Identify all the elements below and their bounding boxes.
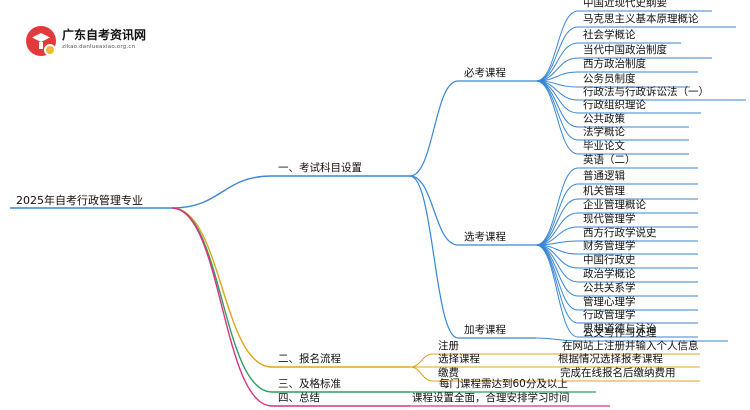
branch-4-label: 四、总结 [278,392,320,404]
group-3-connector [409,175,459,339]
step-connector [409,366,434,382]
leaf-connector [535,10,579,82]
leaf-connector [535,80,579,114]
leaf-connector [535,244,579,297]
leaf-connector [535,244,579,338]
course-item: 管理心理学 [583,296,636,308]
leaf-connector [535,337,579,342]
course-item: 毕业论文 [583,140,625,152]
course-item: 当代中国政治制度 [583,44,667,56]
root-node: 2025年自考行政管理专业 [16,194,143,207]
course-item: 社会学概论 [583,29,636,41]
leaf-connector [535,212,579,246]
course-item: 中国行政史 [583,254,636,266]
group-2-label: 选考课程 [464,231,506,243]
course-item: 英语（二） [583,154,636,166]
course-item: 企业管理概论 [583,199,646,211]
course-item: 行政组织理论 [583,99,646,111]
leaf-connector [535,80,579,128]
course-item: 行政法与行政诉讼法（一） [583,86,709,98]
branch-1-connector [171,175,273,209]
leaf-connector [535,183,579,246]
course-item: 马克思主义基本原理概论 [583,13,699,25]
branch-detail: 课程设置全面，合理安排学习时间 [412,392,570,404]
branch-detail: 每门课程需达到60分及以上 [439,378,568,390]
branch-2-label: 二、报名流程 [278,353,341,365]
branch-3-label: 三、及格标准 [278,378,341,390]
leaf-connector [535,167,579,246]
course-item: 公文写作与处理 [583,327,657,339]
site-logo: 广东自考资讯网 zikao.danlueaxiao.org.cn [26,22,166,62]
course-item: 机关管理 [583,185,625,197]
step-detail: 完成在线报名后缴纳费用 [560,367,676,379]
course-item: 现代管理学 [583,213,636,225]
course-item: 行政管理学 [583,309,636,321]
branch-3-connector [171,207,273,393]
leaf-connector [535,42,579,82]
course-item: 公共关系学 [583,282,636,294]
course-item: 普通逻辑 [583,170,625,182]
step-connector [409,353,434,368]
course-item: 财务管理学 [583,240,636,252]
course-item: 西方行政学说史 [583,227,657,239]
course-item: 法学概论 [583,126,625,138]
logo-title: 广东自考资讯网 [62,28,147,42]
graduation-cap-icon [26,26,56,56]
logo-subtitle: zikao.danlueaxiao.org.cn [62,44,136,50]
step-label: 注册 [438,340,459,352]
group-2-connector [409,175,459,246]
course-item: 中国近现代史纲要 [583,0,667,9]
step-label: 缴费 [438,367,459,379]
leaf-connector [535,80,579,155]
course-item: 思想道德与法治 [583,323,657,335]
group-3-label: 加考课程 [464,324,506,336]
group-1-label: 必考课程 [464,67,506,79]
course-item: 公务员制度 [583,73,636,85]
leaf-connector [535,244,579,311]
branch-2-connector [171,207,273,368]
group-1-connector [409,80,459,177]
branch-4-connector [171,207,273,407]
step-detail: 根据情况选择报考课程 [558,353,663,365]
course-item: 公共政策 [583,113,625,125]
course-item: 政治学概论 [583,268,636,280]
branch-1-label: 一、考试科目设置 [278,162,362,174]
step-detail: 在网站上注册并输入个人信息 [562,340,699,352]
course-item: 西方政治制度 [583,58,646,70]
step-label: 选择课程 [438,353,480,365]
